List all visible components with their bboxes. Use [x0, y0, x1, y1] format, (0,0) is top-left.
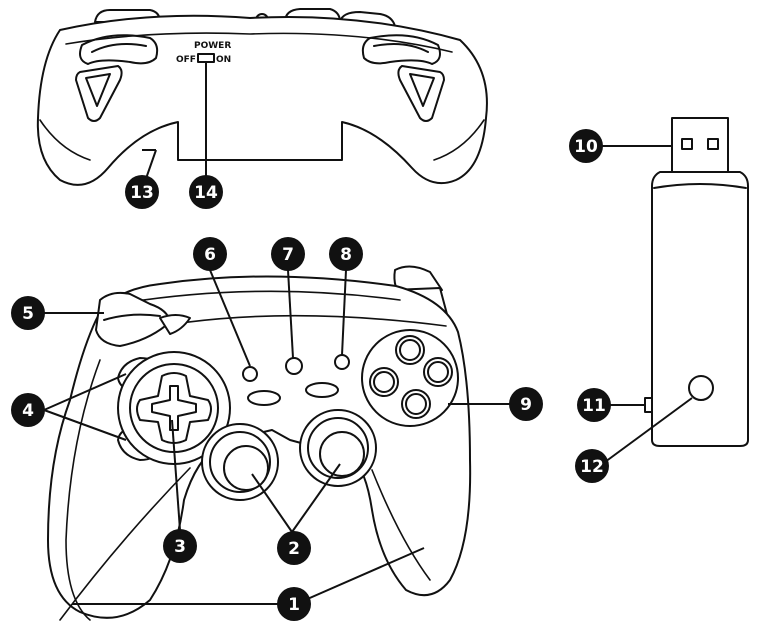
leader-2b — [291, 463, 341, 533]
left-shoulder-ridge — [103, 313, 161, 321]
receiver-side-button[interactable] — [644, 397, 653, 413]
right-trigger-outline — [361, 34, 441, 65]
badge-7: 7 — [271, 237, 305, 271]
right-analog-ring — [307, 417, 369, 479]
d-pad[interactable] — [136, 372, 212, 444]
badge-9: 9 — [509, 387, 543, 421]
left-grip-seam — [39, 119, 91, 161]
button-6[interactable] — [242, 366, 258, 382]
right-analog-stick[interactable] — [319, 431, 365, 477]
svg-text:11: 11 — [582, 396, 606, 416]
d-pad-cross — [151, 385, 197, 431]
svg-text:9: 9 — [520, 395, 532, 415]
badge-14: 14 — [189, 175, 223, 209]
callout-lines — [43, 62, 693, 605]
receiver-collar — [653, 183, 747, 189]
svg-text:12: 12 — [580, 457, 604, 477]
badge-10: 10 — [569, 129, 603, 163]
receiver-led — [688, 375, 714, 401]
badge-5: 5 — [11, 296, 45, 330]
left-grip-window-inner — [85, 73, 111, 107]
leader-12 — [604, 397, 693, 463]
leader-1b — [295, 547, 425, 605]
svg-text:6: 6 — [204, 245, 216, 265]
badge-6: 6 — [193, 237, 227, 271]
svg-text:10: 10 — [574, 137, 598, 157]
badge-12: 12 — [575, 449, 609, 483]
usb-receiver — [644, 117, 749, 447]
action-button-top-inner — [399, 339, 421, 361]
action-button-pad — [361, 329, 459, 427]
badge-11: 11 — [577, 388, 611, 422]
controller-front-view — [47, 265, 472, 621]
action-button-right-inner — [427, 361, 449, 383]
power-switch-title: POWER — [194, 41, 231, 51]
badge-1: 1 — [277, 587, 311, 621]
leader-4a — [43, 373, 127, 411]
badge-13: 13 — [125, 175, 159, 209]
svg-text:14: 14 — [194, 183, 218, 203]
right-grip-contour — [371, 469, 431, 581]
action-button-bottom-inner — [405, 393, 427, 415]
controller-top-view: POWER OFF ON — [36, 8, 488, 186]
power-switch-on-label: ON — [216, 55, 231, 65]
svg-text:4: 4 — [22, 401, 34, 421]
left-trigger-inner — [91, 43, 147, 53]
leader-2a — [251, 473, 293, 533]
badge-8: 8 — [329, 237, 363, 271]
start-button[interactable] — [305, 382, 339, 398]
top-seam — [65, 32, 453, 53]
badge-2: 2 — [277, 531, 311, 565]
receiver-body — [651, 171, 749, 447]
controller-top-body — [36, 14, 488, 186]
select-button[interactable] — [247, 390, 281, 406]
right-trigger-inner — [373, 43, 429, 53]
button-8[interactable] — [334, 354, 350, 370]
action-button-left-inner — [373, 371, 395, 393]
svg-text:8: 8 — [340, 245, 352, 265]
button-7[interactable] — [285, 357, 303, 375]
badge-3: 3 — [163, 529, 197, 563]
badge-4: 4 — [11, 393, 45, 427]
svg-text:7: 7 — [282, 245, 294, 265]
left-grip-window — [75, 65, 123, 122]
usb-plug-hole-left — [681, 138, 693, 150]
right-grip-window-inner — [409, 73, 435, 107]
leader-6 — [209, 269, 251, 367]
svg-text:1: 1 — [288, 595, 300, 615]
left-analog-stick[interactable] — [223, 445, 269, 491]
leader-3 — [171, 419, 181, 531]
svg-text:5: 5 — [22, 304, 34, 324]
leader-4b — [43, 409, 127, 441]
power-switch-off-label: OFF — [176, 55, 196, 65]
right-grip-window — [397, 65, 445, 122]
svg-text:2: 2 — [288, 539, 300, 559]
power-switch[interactable] — [197, 53, 215, 63]
leader-8 — [341, 269, 347, 356]
left-analog-ring — [209, 431, 271, 493]
right-grip-seam — [433, 119, 485, 161]
left-grip-contour — [59, 467, 191, 621]
usb-plug — [671, 117, 729, 173]
usb-plug-hole-right — [707, 138, 719, 150]
left-trigger-outline — [79, 34, 159, 65]
svg-text:13: 13 — [130, 183, 154, 203]
svg-text:3: 3 — [174, 537, 186, 557]
leader-7 — [287, 269, 294, 359]
left-shoulder-tab — [159, 314, 191, 335]
